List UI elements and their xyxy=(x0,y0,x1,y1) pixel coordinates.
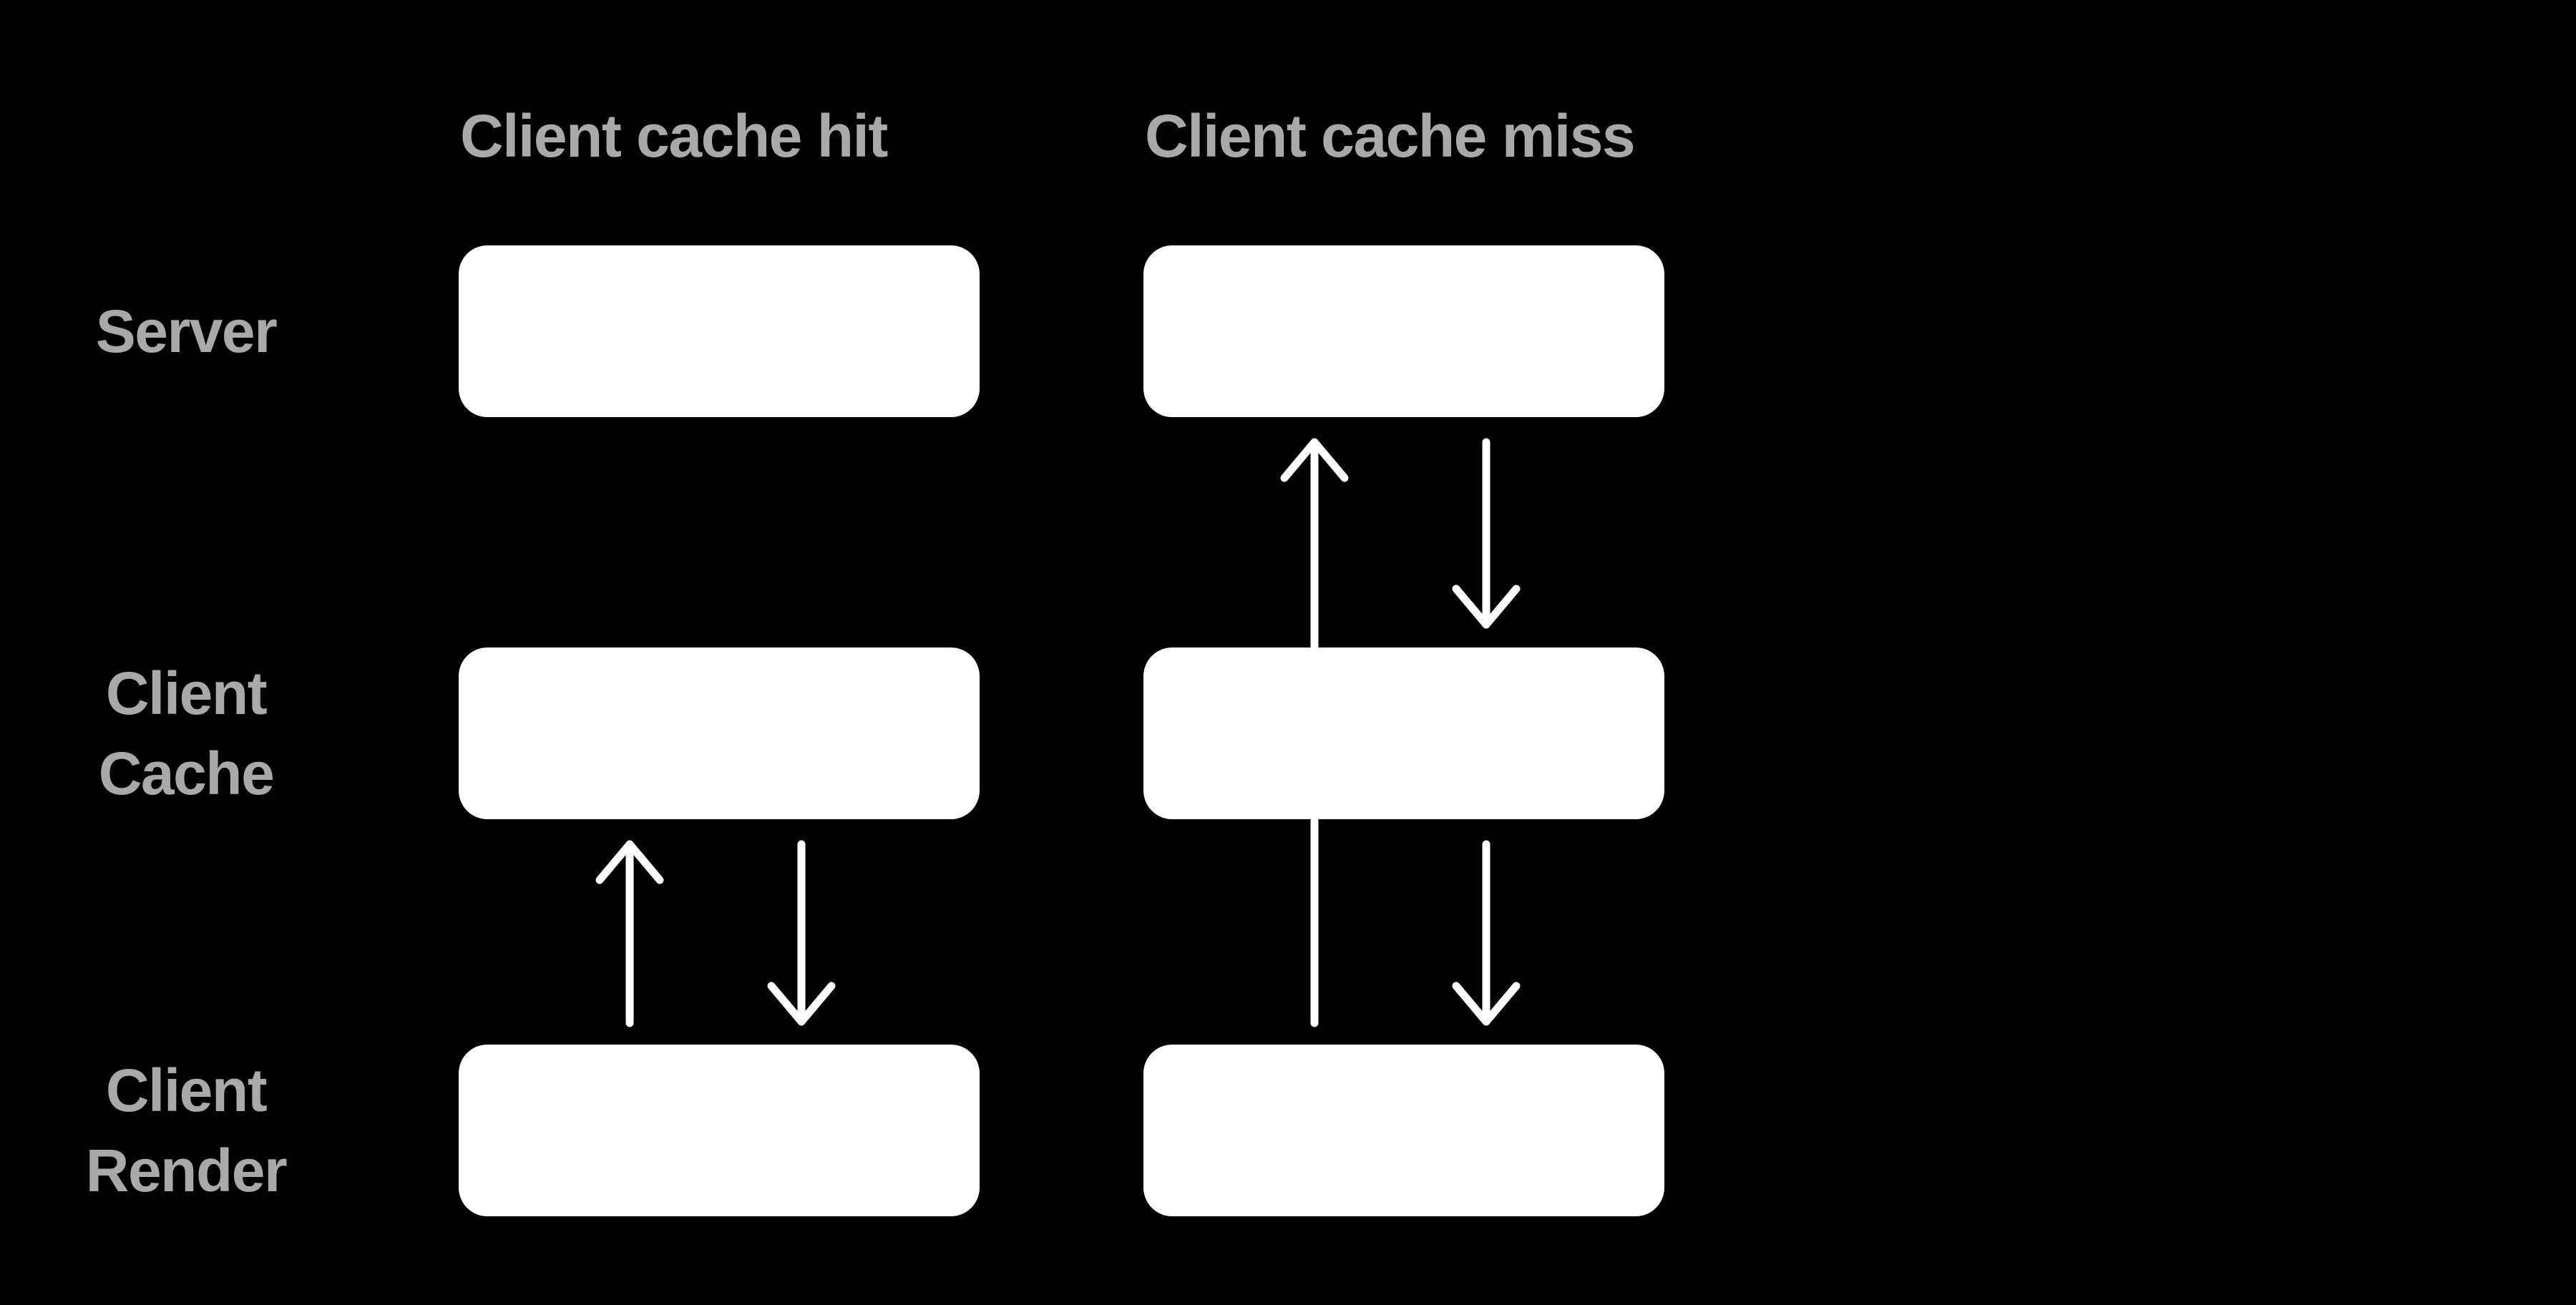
column-title-client-cache-miss: Client cache miss xyxy=(1145,102,1636,170)
row-label-client-cache: Client Cache xyxy=(14,647,358,819)
row-label-client-render: Client Render xyxy=(14,1045,358,1216)
row-label-client-render-line1: Client xyxy=(105,1057,268,1124)
row-label-client-render-line2: Render xyxy=(85,1137,288,1204)
arrow-miss-cache-to-render-down xyxy=(1452,840,1521,1026)
cache-hit-client-cache-box xyxy=(459,647,980,819)
column-title-client-cache-hit: Client cache hit xyxy=(460,102,888,170)
arrow-miss-server-to-cache-down xyxy=(1452,438,1521,629)
cache-hit-server-box xyxy=(459,245,980,417)
row-label-server: Server xyxy=(14,245,358,417)
row-label-client-cache-line2: Cache xyxy=(98,740,275,807)
row-label-server-line1: Server xyxy=(95,298,278,365)
cache-miss-server-box xyxy=(1143,245,1664,417)
cache-miss-client-cache-box xyxy=(1143,647,1664,819)
cache-hit-client-render-box xyxy=(459,1045,980,1216)
cache-miss-client-render-box xyxy=(1143,1045,1664,1216)
arrow-hit-render-to-cache-up xyxy=(595,840,664,1027)
row-label-client-cache-line1: Client xyxy=(105,660,268,727)
arrow-hit-cache-to-render-down xyxy=(767,840,836,1026)
